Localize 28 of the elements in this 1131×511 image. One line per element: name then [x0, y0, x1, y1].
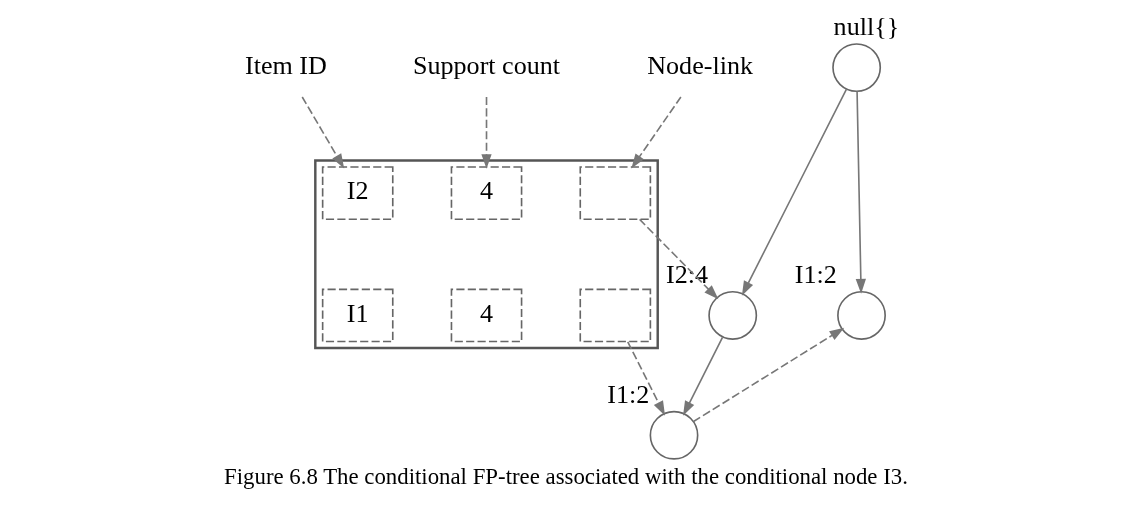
node-circle [707, 290, 757, 340]
caption: Figure 6.8 The conditional FP-tree associated with the conditional node I3. [223, 463, 908, 489]
node-box [578, 166, 651, 221]
arrow [638, 218, 718, 300]
arrow [480, 96, 492, 169]
node-label: I2:4 [665, 260, 708, 290]
node-text: Item ID [244, 50, 327, 80]
arrow [300, 96, 344, 169]
node-label: null{} [833, 12, 899, 42]
node-box: 4 [450, 166, 522, 221]
arrow [855, 90, 866, 294]
node-box: 4 [450, 288, 522, 343]
node-box: I2 [321, 166, 394, 221]
arrow [692, 327, 844, 423]
node-circle [649, 410, 698, 460]
node-label: I1:2 [606, 380, 649, 410]
node-text: Node-link [646, 50, 753, 80]
node-text: Support count [412, 50, 560, 80]
node-box: I1 [321, 288, 394, 343]
node-circle [831, 43, 881, 93]
cluster [313, 159, 659, 350]
arrow [630, 96, 682, 169]
arrow [741, 88, 847, 296]
node-label: I1:2 [794, 260, 837, 290]
arrow [626, 340, 665, 416]
node-box [578, 288, 651, 343]
node-circle [836, 290, 886, 340]
arrow [682, 336, 723, 416]
